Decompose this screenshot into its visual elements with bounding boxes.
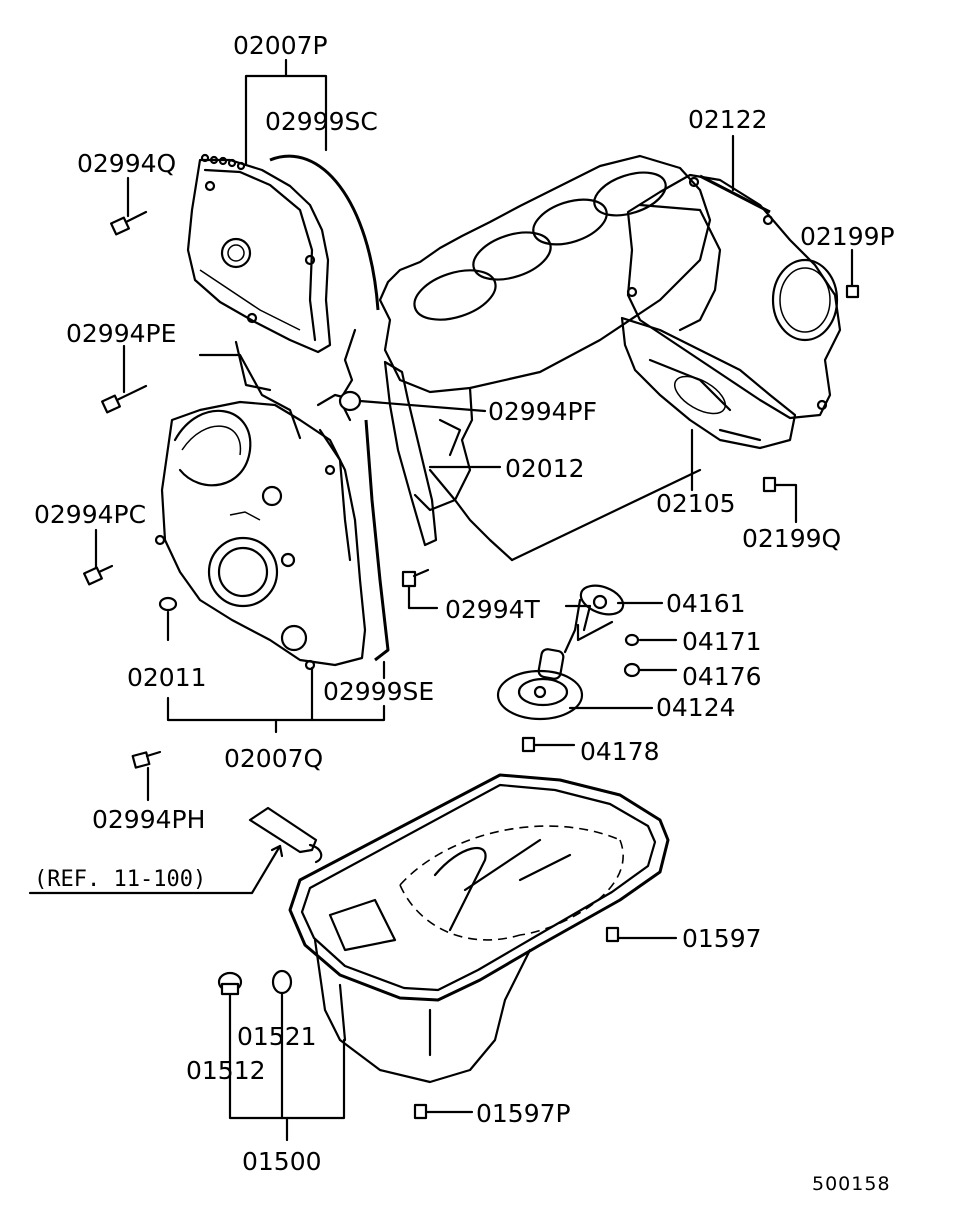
label-02999se: 02999SE (323, 677, 434, 706)
gasket-04161 (579, 584, 625, 616)
label-04124: 04124 (656, 693, 736, 722)
label-02994t: 02994T (445, 595, 541, 624)
bolt-02994pe (101, 384, 148, 414)
label-02994pc: 02994PC (34, 500, 146, 529)
bolt-01597 (605, 926, 620, 943)
nut-04176 (623, 662, 641, 678)
label-02199q: 02199Q (742, 524, 841, 553)
label-02999sc: 02999SC (265, 107, 378, 136)
label-01597p: 01597P (476, 1099, 571, 1128)
label-02122: 02122 (688, 105, 768, 134)
washer-01521 (271, 969, 293, 995)
upper-cover-studs (200, 153, 246, 171)
bottom-plate (620, 316, 797, 450)
engine-block (316, 154, 712, 562)
gasket-02999se (364, 419, 390, 662)
washer-02011 (158, 596, 178, 612)
label-02199p: 02199P (800, 222, 895, 251)
bolt-02199q (762, 476, 777, 493)
label-04176: 04176 (682, 662, 762, 691)
label-04178: 04178 (580, 737, 660, 766)
label-02012: 02012 (505, 454, 585, 483)
nut-02199p (845, 284, 860, 299)
label-02007q: 02007Q (224, 744, 323, 773)
label-02994ph: 02994PH (92, 805, 205, 834)
bolt-02994t (401, 568, 430, 588)
bolt-02994q (110, 210, 148, 236)
label-01597: 01597 (682, 924, 762, 953)
reference-label: (REF. 11-100) (34, 867, 206, 892)
drain-plug-01512 (217, 971, 243, 996)
upper-timing-cover (186, 153, 332, 354)
bolt-01597p (413, 1103, 428, 1120)
diagram-code: 500158 (812, 1173, 891, 1195)
label-02994pf: 02994PF (488, 397, 597, 426)
label-02105: 02105 (656, 489, 736, 518)
label-02007p: 02007P (233, 31, 328, 60)
leader-lines (28, 58, 854, 1142)
sealant-tube (248, 806, 323, 864)
label-04161: 04161 (666, 589, 746, 618)
label-02011: 02011 (127, 663, 207, 692)
label-02994q: 02994Q (77, 149, 176, 178)
oil-pan (288, 773, 670, 1084)
label-01500: 01500 (242, 1147, 322, 1176)
part-labels: 02007P 02999SC 02994Q 02122 02199P 02994… (34, 31, 895, 1195)
gasket-02012 (383, 360, 438, 547)
oil-screen-04124 (496, 598, 592, 721)
label-04171: 04171 (682, 627, 762, 656)
bolt-02994ph (131, 750, 162, 769)
rear-plate (626, 173, 842, 420)
bolt-02994pc (83, 564, 114, 586)
lower-timing-cover (154, 340, 367, 671)
nut-04171 (624, 633, 640, 647)
label-01512: 01512 (186, 1056, 266, 1085)
gasket-02999sc (269, 154, 380, 311)
bolt-02994pf (338, 390, 362, 412)
bolt-04178 (521, 736, 536, 753)
label-02994pe: 02994PE (66, 319, 176, 348)
label-01521: 01521 (237, 1022, 317, 1051)
